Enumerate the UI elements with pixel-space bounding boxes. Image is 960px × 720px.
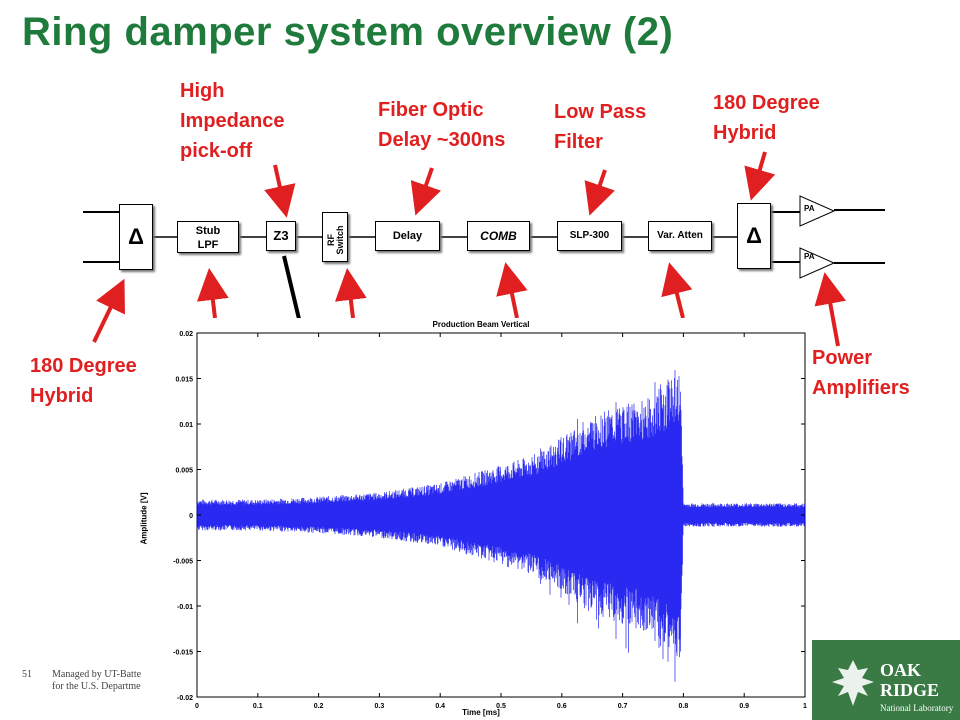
comb-block: COMB: [467, 221, 530, 251]
oak-leaf-icon: [832, 660, 874, 706]
y-tick-label: -0.015: [173, 650, 193, 657]
label-power-amplifiers: Power Amplifiers: [812, 347, 910, 399]
label-fiber-optic: Fiber Optic Delay ~300ns: [378, 99, 506, 151]
x-tick-label: 0.6: [557, 703, 567, 710]
rf-switch-block: RF Switch: [322, 212, 348, 262]
x-tick-label: 0.7: [618, 703, 628, 710]
pa-top-label: PA: [804, 204, 815, 213]
footer-line-2: for the U.S. Departme: [52, 681, 141, 692]
signal-trace: [196, 370, 806, 682]
pa-bottom-label: PA: [804, 252, 815, 261]
y-tick-label: 0.02: [179, 331, 193, 338]
hybrid-output-block: Δ: [737, 203, 771, 269]
logo-text: OAK RIDGE: [880, 660, 940, 700]
page-title: Ring damper system overview (2): [22, 10, 674, 54]
z3-block: Z3: [266, 221, 296, 251]
arrow-fiber-optic: [410, 167, 442, 216]
arrow-high-impedance: [264, 164, 296, 218]
plot-title: Production Beam Vertical: [432, 320, 530, 329]
y-axis-label: Amplitude [V]: [139, 492, 149, 545]
slide-number: 51: [22, 669, 32, 680]
footer-line-1: Managed by UT-Batte: [52, 669, 142, 680]
delay-block: Delay: [375, 221, 440, 251]
y-tick-label: -0.01: [177, 604, 193, 611]
pa-top-triangle: [799, 195, 836, 227]
arrow-rf-switch: [334, 268, 367, 319]
logo-subtitle: National Laboratory: [880, 703, 954, 713]
x-tick-label: 1: [803, 703, 807, 710]
y-tick-label: 0.005: [175, 468, 193, 475]
y-tick-label: 0.015: [175, 377, 193, 384]
x-tick-label: 0.2: [314, 703, 324, 710]
slp300-block: SLP-300: [557, 221, 622, 251]
x-tick-label: 0.9: [739, 703, 749, 710]
arrow-stub-lpf: [196, 268, 229, 319]
label-low-pass: Low Pass Filter: [554, 101, 647, 153]
label-high-impedance: High Impedance pick-off: [180, 80, 285, 162]
pa-bottom-triangle: [799, 247, 836, 279]
arrow-hybrid-left: [92, 278, 125, 343]
var-atten-block: Var. Atten: [648, 221, 712, 251]
y-tick-label: -0.005: [173, 559, 193, 566]
x-tick-label: 0.1: [253, 703, 263, 710]
y-tick-label: 0: [189, 513, 193, 520]
plot-panel: Production Beam Vertical Time [ms] Ampli…: [140, 318, 812, 720]
arrow-power-amplifiers: [814, 272, 847, 347]
x-tick-label: 0.5: [496, 703, 506, 710]
stub-lpf-block: Stub LPF: [177, 221, 239, 253]
hybrid-input-block: Δ: [119, 204, 153, 270]
x-tick-label: 0.4: [435, 703, 445, 710]
label-hybrid-right: 180 Degree Hybrid: [713, 92, 820, 144]
x-axis-label: Time [ms]: [462, 708, 500, 717]
x-tick-label: 0: [195, 703, 199, 710]
x-tick-label: 0.8: [679, 703, 689, 710]
y-tick-label: -0.02: [177, 695, 193, 702]
plot-svg: 0 0.1 0.2 0.3 0.4 0.5 0.6 0.7 0.8 0.9 1 0.02 0.015 0.…: [173, 331, 807, 710]
arrow-low-pass: [584, 169, 615, 216]
arrow-var-atten: [661, 262, 693, 319]
y-tick-label: 0.01: [179, 422, 193, 429]
arrow-hybrid-right: [744, 151, 776, 201]
arrow-comb: [496, 262, 528, 319]
label-hybrid-left: 180 Degree Hybrid: [30, 355, 137, 407]
x-tick-label: 0.3: [375, 703, 385, 710]
logo-panel: [812, 640, 960, 720]
